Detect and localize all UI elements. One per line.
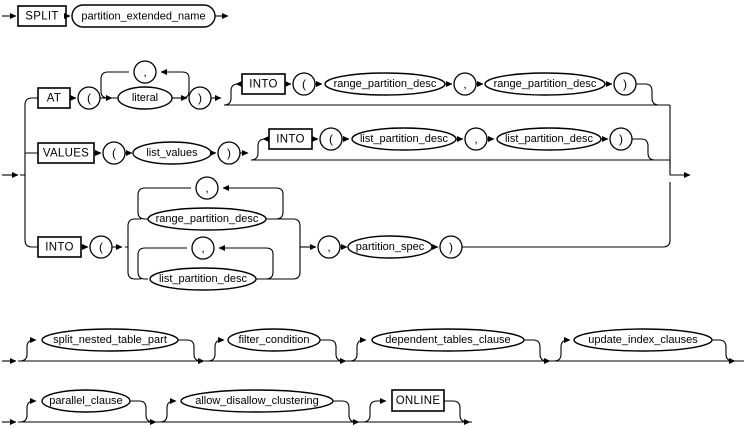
at-into-range-partition-desc-1-label: range_partition_desc [334, 78, 437, 90]
nonterminal-list-values-label: list_values [146, 147, 198, 159]
optional-filter-condition-label: filter_condition [239, 334, 310, 346]
optional-update-index-clauses-label: update_index_clauses [588, 334, 698, 346]
optional-split-nested-table-part-label: split_nested_table_part [53, 334, 167, 346]
into-paren-open-label: ( [99, 240, 103, 254]
nonterminal-literal-label: literal [132, 92, 158, 104]
values-into-paren-open-label: ( [329, 132, 333, 146]
optional-parallel-clause-label: parallel_clause [49, 395, 122, 407]
at-into-paren-close-label: ) [623, 77, 627, 91]
optional-row-a: split_nested_table_part filter_condition… [2, 328, 744, 364]
at-into-comma-label: , [463, 77, 466, 91]
into-range-loop-comma[interactable] [195, 176, 219, 200]
at-into-range-partition-desc-2-label: range_partition_desc [494, 78, 597, 90]
branch-values: VALUES ( list_values ) INTO ( list_parti… [37, 127, 670, 165]
nonterminal-partition-extended-name-label: partition_extended_name [81, 11, 205, 23]
optional-dependent-tables-clause-label: dependent_tables_clause [385, 334, 510, 346]
values-paren-close-label: ) [227, 146, 231, 160]
values-into-paren-close-label: ) [619, 132, 623, 146]
keyword-into-label: INTO [45, 242, 73, 254]
at-paren-open-label: ( [87, 91, 91, 105]
at-loop-comma[interactable] [133, 60, 157, 84]
into-range-partition-desc-label: range_partition_desc [156, 213, 259, 225]
at-loop-comma-label: , [143, 65, 146, 79]
values-into-comma-label: , [474, 132, 477, 146]
values-into-keyword-label: INTO [276, 134, 304, 146]
into-comma-label: , [327, 240, 330, 254]
alternation-entry-rail [2, 97, 38, 248]
into-list-loop-comma[interactable] [191, 236, 215, 260]
at-paren-close-label: ) [198, 91, 202, 105]
values-into-list-partition-desc-2-label: list_partition_desc [505, 133, 594, 145]
keyword-values-label: VALUES [43, 148, 89, 160]
into-list-loop-comma-label: , [201, 241, 204, 255]
optional-row-b: parallel_clause allow_disallow_clusterin… [2, 389, 472, 425]
branch-at: AT ( literal , ) INTO ( range_partition_… [37, 60, 670, 110]
values-paren-open-label: ( [112, 146, 116, 160]
keyword-split-label: SPLIT [25, 11, 58, 23]
alternation-merge-rail [669, 105, 691, 178]
at-into-paren-open-label: ( [302, 77, 306, 91]
nonterminal-partition-spec-label: partition_spec [356, 241, 425, 253]
row-split: SPLIT partition_extended_name [2, 4, 229, 28]
branch-into: INTO ( range_partition_desc , list_parti… [37, 176, 671, 291]
into-list-partition-desc-label: list_partition_desc [159, 273, 248, 285]
into-range-loop-comma-label: , [205, 181, 208, 195]
into-paren-close-label: ) [449, 240, 453, 254]
at-into-keyword-label: INTO [249, 79, 277, 91]
keyword-at-label: AT [47, 93, 61, 105]
optional-allow-disallow-clustering-label: allow_disallow_clustering [195, 395, 319, 407]
values-into-list-partition-desc-1-label: list_partition_desc [360, 133, 449, 145]
optional-online-label: ONLINE [396, 395, 441, 407]
